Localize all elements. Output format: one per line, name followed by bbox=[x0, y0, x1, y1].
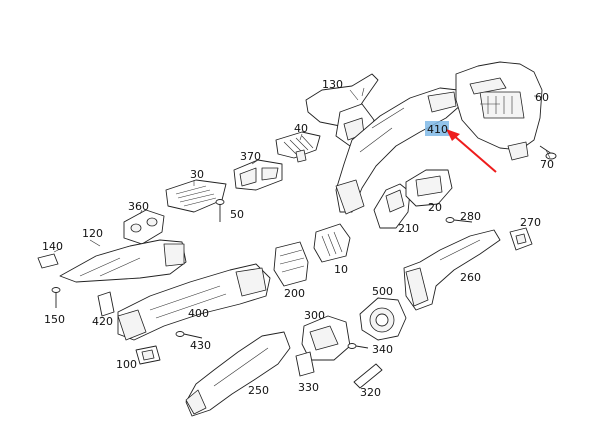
label-370: 370 bbox=[240, 150, 261, 163]
label-50: 50 bbox=[230, 208, 244, 221]
part-60-housing bbox=[455, 61, 543, 161]
part-410-duct bbox=[335, 87, 463, 215]
highlight-410 bbox=[425, 121, 449, 136]
label-430: 430 bbox=[190, 339, 211, 352]
part-340-screw bbox=[347, 343, 369, 349]
part-500-outlet bbox=[359, 297, 407, 341]
leader-lines bbox=[89, 87, 540, 247]
part-120-duct bbox=[59, 239, 187, 283]
part-70-screw bbox=[539, 145, 557, 160]
label-60: 60 bbox=[535, 91, 549, 104]
part-280-screw bbox=[445, 217, 473, 223]
part-140-clip bbox=[37, 247, 63, 269]
part-330-clip bbox=[295, 351, 315, 377]
label-210: 210 bbox=[398, 222, 419, 235]
label-330: 330 bbox=[298, 381, 319, 394]
part-40-grille bbox=[275, 131, 321, 163]
part-150-screw bbox=[51, 287, 61, 308]
label-120: 120 bbox=[82, 227, 103, 240]
part-360-vent bbox=[123, 209, 165, 245]
label-130: 130 bbox=[322, 78, 343, 91]
part-420-clip bbox=[97, 291, 115, 317]
part-370-outlet bbox=[233, 159, 283, 191]
part-400-duct bbox=[117, 263, 271, 341]
label-20: 20 bbox=[428, 201, 442, 214]
label-40: 40 bbox=[294, 122, 308, 135]
part-210-duct bbox=[373, 183, 411, 229]
part-200-vent bbox=[273, 241, 309, 287]
part-320-strip bbox=[353, 363, 383, 389]
label-200: 200 bbox=[284, 287, 305, 300]
label-100: 100 bbox=[116, 358, 137, 371]
part-100-clip bbox=[135, 345, 161, 365]
label-300: 300 bbox=[304, 309, 325, 322]
label-150: 150 bbox=[44, 313, 65, 326]
label-400: 400 bbox=[188, 307, 209, 320]
label-70: 70 bbox=[540, 158, 554, 171]
part-260-duct bbox=[403, 229, 501, 311]
part-50-screw bbox=[215, 199, 225, 222]
label-340: 340 bbox=[372, 343, 393, 356]
label-320: 320 bbox=[360, 386, 381, 399]
label-360: 360 bbox=[128, 200, 149, 213]
part-30-grille bbox=[165, 179, 227, 213]
label-260: 260 bbox=[460, 271, 481, 284]
label-270: 270 bbox=[520, 216, 541, 229]
label-250: 250 bbox=[248, 384, 269, 397]
label-280: 280 bbox=[460, 210, 481, 223]
part-270-clip bbox=[509, 227, 533, 251]
label-140: 140 bbox=[42, 240, 63, 253]
label-10: 10 bbox=[334, 263, 348, 276]
label-30: 30 bbox=[190, 168, 204, 181]
label-500: 500 bbox=[372, 285, 393, 298]
part-250-duct bbox=[185, 331, 291, 417]
part-20-duct bbox=[405, 169, 453, 207]
part-430-screw bbox=[175, 331, 203, 339]
label-420: 420 bbox=[92, 315, 113, 328]
pointer-arrow bbox=[446, 129, 497, 173]
label-410: 410 bbox=[427, 123, 448, 136]
part-300-unit bbox=[301, 315, 351, 361]
part-10-grille bbox=[313, 223, 351, 263]
